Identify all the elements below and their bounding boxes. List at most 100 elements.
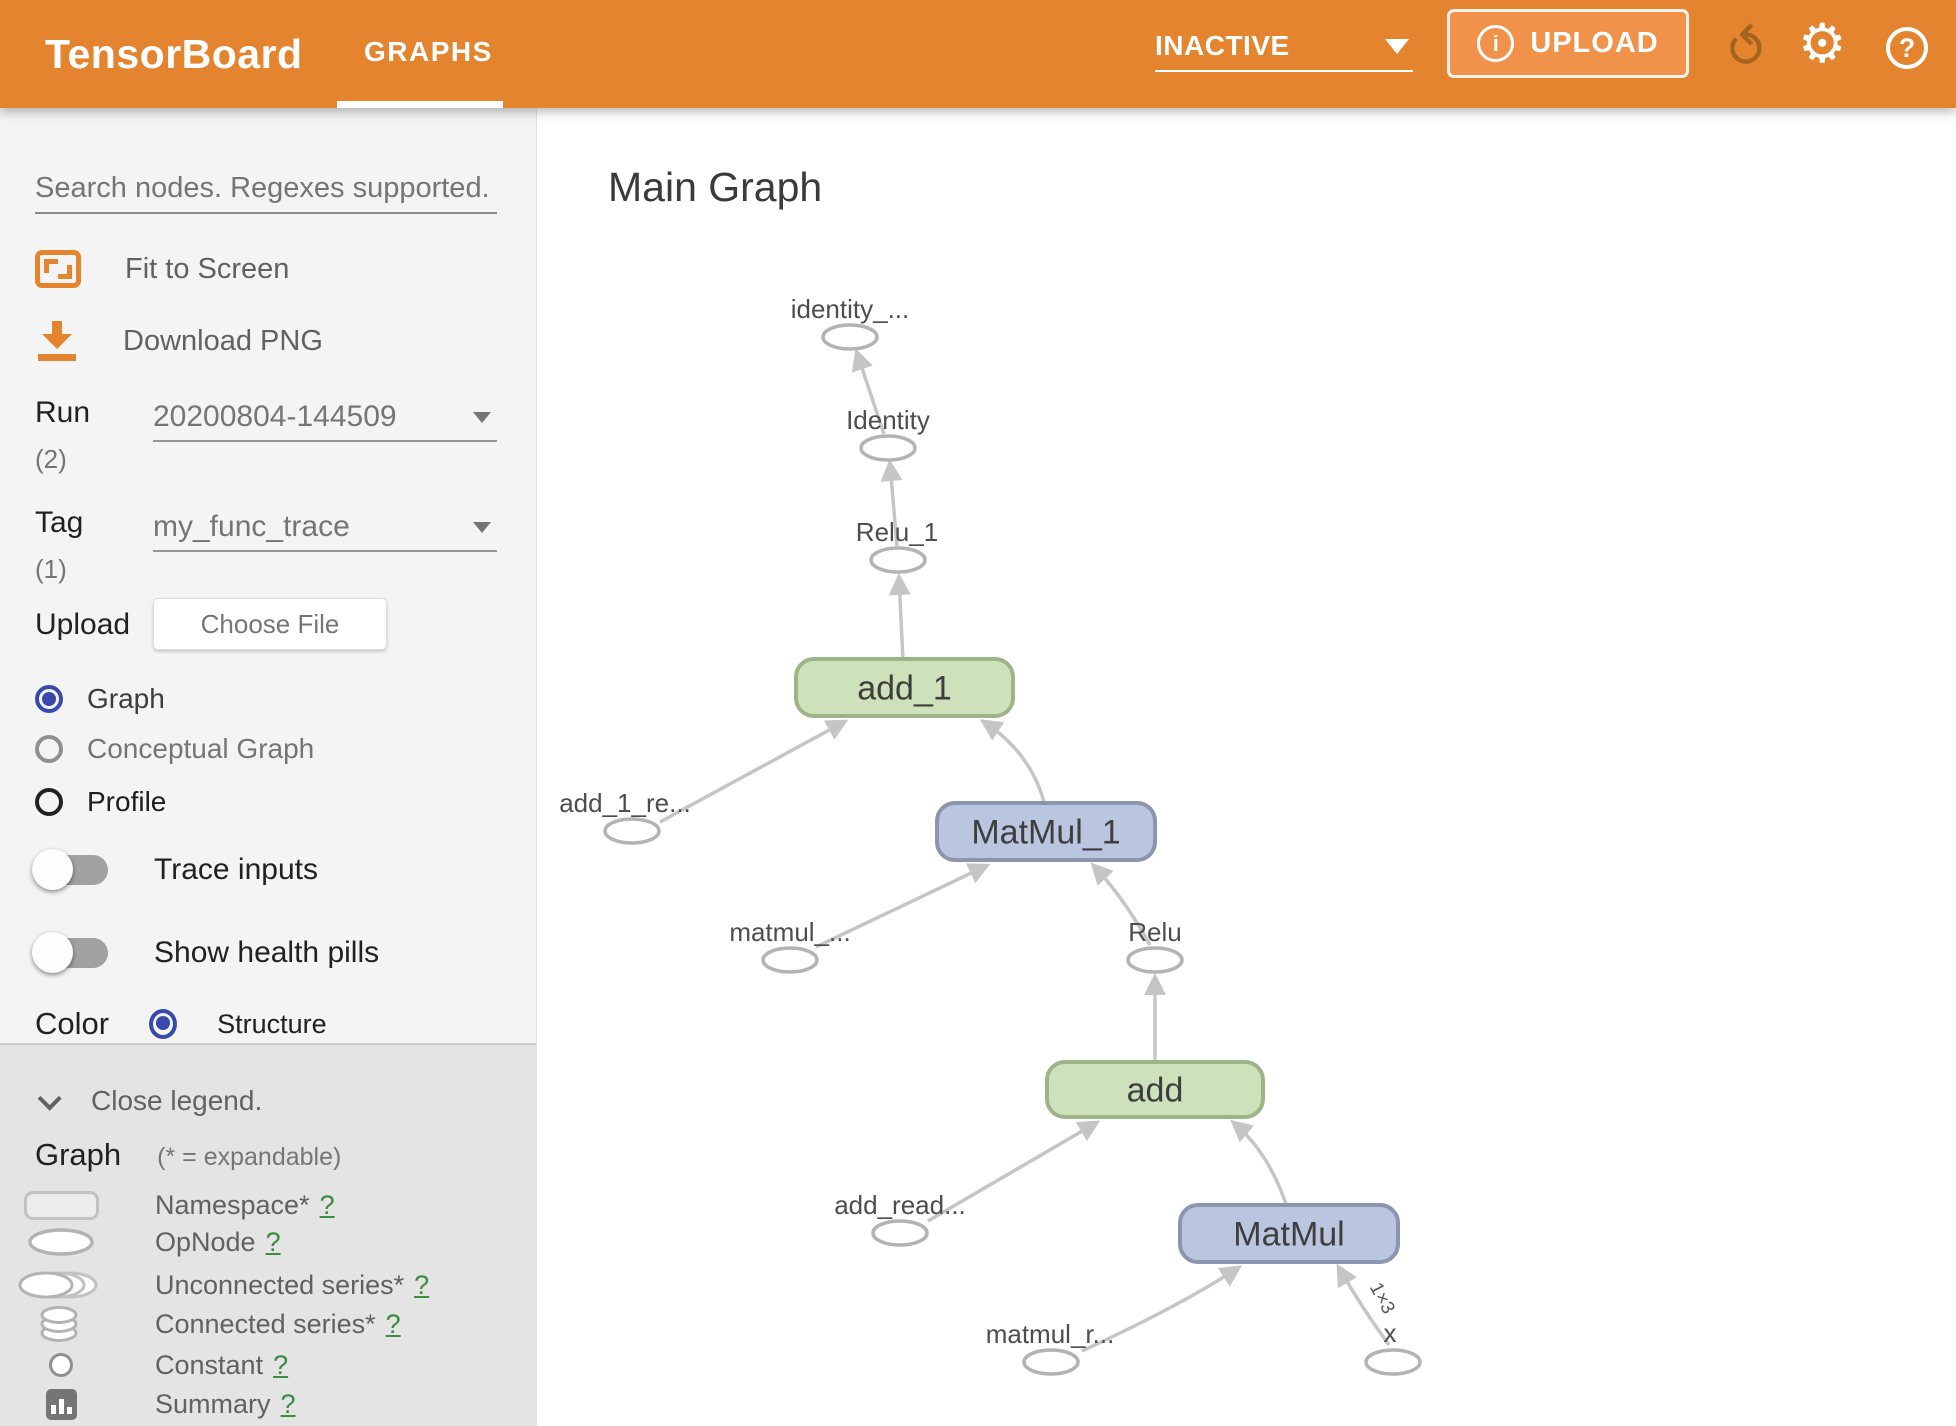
graph-node-label: matmul_... — [729, 917, 850, 947]
graph-edge — [815, 863, 991, 949]
graph-node-add_read[interactable] — [871, 1219, 929, 1247]
run-select[interactable]: 20200804-144509 — [153, 396, 497, 442]
graph-node-label: MatMul — [1233, 1216, 1344, 1254]
graph-node-Relu[interactable] — [1126, 946, 1184, 974]
graph-node-matmul_1_read[interactable] — [761, 946, 819, 974]
tab-graphs[interactable]: GRAPHS — [364, 36, 493, 67]
namespace-swatch-icon — [0, 1190, 122, 1220]
graph-node-label: add_1 — [857, 670, 952, 708]
radio-conceptual-graph-label: Conceptual Graph — [87, 733, 315, 764]
legend-heading: Graph (* = expandable) — [35, 1137, 341, 1173]
tab-active-indicator — [337, 101, 503, 108]
radio-unselected-icon — [35, 735, 63, 763]
run-count: (2) — [35, 444, 67, 474]
graph-node-label: x — [1384, 1318, 1397, 1348]
radio-graph[interactable]: Graph — [35, 683, 165, 715]
radio-graph-label: Graph — [87, 683, 165, 714]
graph-node-MatMul_1[interactable] — [935, 801, 1157, 862]
download-png-label: Download PNG — [123, 324, 323, 357]
graph-node-add_1[interactable] — [794, 657, 1015, 718]
radio-selected-icon[interactable] — [149, 1009, 178, 1039]
legend-item-unconnected-series: Unconnected series* ? — [0, 1265, 429, 1305]
help-link[interactable]: ? — [385, 1308, 401, 1339]
graph-node-label: add — [1127, 1072, 1184, 1110]
show-health-pills-toggle[interactable]: Show health pills — [32, 931, 380, 975]
trace-inputs-toggle[interactable]: Trace inputs — [32, 848, 318, 892]
help-link[interactable]: ? — [319, 1189, 335, 1220]
graph-node-Relu_1[interactable] — [869, 546, 927, 574]
close-legend-label: Close legend. — [91, 1085, 263, 1116]
refresh-icon[interactable]: ⟳ — [1714, 22, 1773, 66]
gear-icon[interactable]: ⚙ — [1798, 14, 1847, 74]
legend-heading-note: (* = expandable) — [157, 1143, 342, 1171]
graph-edge — [851, 348, 886, 435]
help-link[interactable]: ? — [280, 1388, 296, 1419]
graph-node-label: identity_... — [791, 294, 910, 324]
graph-edge — [880, 459, 903, 547]
trace-inputs-label: Trace inputs — [154, 853, 318, 886]
radio-selected-icon — [35, 685, 63, 713]
download-png-button[interactable]: Download PNG — [35, 320, 323, 362]
color-label: Color — [35, 1006, 110, 1041]
chevron-down-icon — [473, 412, 491, 423]
chevron-down-icon — [473, 522, 491, 533]
download-icon — [35, 321, 79, 361]
tag-count: (1) — [35, 554, 67, 584]
graph-node-label: Relu — [1128, 917, 1181, 947]
upload-button[interactable]: i UPLOAD — [1447, 9, 1689, 78]
graph-node-Identity[interactable] — [859, 434, 917, 462]
chevron-down-icon — [37, 1086, 62, 1111]
summary-icon — [0, 1388, 122, 1420]
help-icon[interactable]: ? — [1886, 27, 1928, 69]
radio-conceptual-graph[interactable]: Conceptual Graph — [35, 733, 314, 765]
opnode-ellipse-icon — [0, 1227, 122, 1257]
run-state-dropdown[interactable]: INACTIVE — [1155, 22, 1413, 72]
graph-node-identity_out[interactable] — [821, 323, 879, 351]
info-icon: i — [1477, 25, 1515, 62]
constant-circle-icon — [0, 1351, 122, 1379]
sidebar: Fit to Screen Download PNG Run (2) 20200… — [0, 108, 537, 1426]
choose-file-button[interactable]: Choose File — [153, 598, 387, 650]
graph-edge — [888, 573, 911, 661]
fit-to-screen-button[interactable]: Fit to Screen — [35, 248, 289, 290]
graph-node-x[interactable] — [1364, 1348, 1422, 1376]
graph-node-label: MatMul_1 — [971, 814, 1120, 852]
help-link[interactable]: ? — [273, 1349, 289, 1380]
legend-item-namespace: Namespace* ? — [0, 1185, 335, 1225]
graph-node-label: Relu_1 — [856, 517, 938, 547]
run-state-value: INACTIVE — [1155, 30, 1290, 61]
radio-profile[interactable]: Profile — [35, 786, 166, 818]
run-select-value: 20200804-144509 — [153, 400, 397, 433]
help-link[interactable]: ? — [265, 1226, 281, 1257]
unconnected-series-icon — [0, 1270, 122, 1300]
edge-shape-label: 1×3 — [1365, 1279, 1399, 1317]
run-label: Run — [35, 396, 91, 429]
show-health-pills-label: Show health pills — [154, 936, 380, 969]
graph-node-add[interactable] — [1045, 1060, 1265, 1119]
color-by-row: Color Structure — [35, 1006, 327, 1042]
graph-node-label: matmul_r... — [986, 1319, 1115, 1349]
graph-edge — [1336, 1263, 1391, 1347]
graph-node-label: add_1_re... — [559, 788, 691, 818]
legend-item-summary: Summary ? — [0, 1384, 296, 1424]
color-structure-label: Structure — [217, 1008, 327, 1039]
graph-node-add_1_read[interactable] — [603, 817, 661, 845]
close-legend-button[interactable]: Close legend. — [37, 1085, 263, 1117]
graph-edge — [659, 719, 849, 824]
legend-panel: Close legend. Graph (* = expandable) Nam… — [0, 1043, 536, 1426]
graph-node-matmul_read[interactable] — [1022, 1348, 1080, 1376]
legend-item-connected-series: Connected series* ? — [0, 1304, 401, 1344]
chevron-down-icon — [1385, 38, 1409, 54]
tag-label: Tag — [35, 506, 84, 539]
tag-select[interactable]: my_func_trace — [153, 506, 497, 552]
app-logo: TensorBoard — [45, 31, 303, 77]
help-link[interactable]: ? — [414, 1269, 430, 1300]
page-title: Main Graph — [608, 164, 823, 210]
graph-node-label: add_read... — [834, 1190, 966, 1220]
graph-canvas[interactable]: 1×3 identity_...IdentityRelu_1add_1_re..… — [537, 108, 1956, 1426]
search-input[interactable] — [35, 164, 497, 214]
graph-edge — [1090, 862, 1152, 946]
graph-node-MatMul[interactable] — [1178, 1203, 1400, 1264]
graph-edge — [979, 719, 1046, 803]
